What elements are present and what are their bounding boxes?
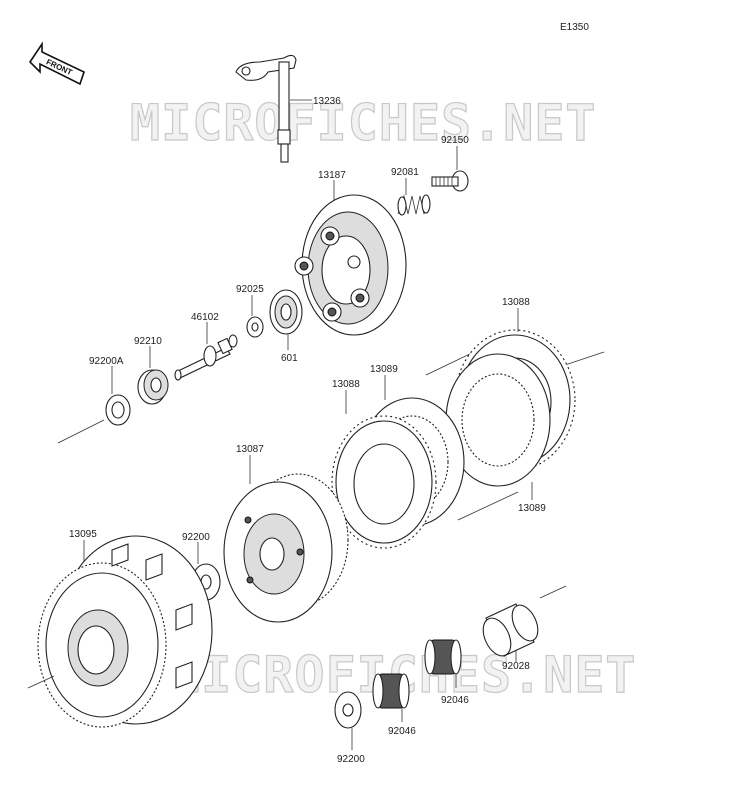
label-92150: 92150 xyxy=(441,135,469,146)
label-92025: 92025 xyxy=(236,284,264,295)
label-13087: 13087 xyxy=(236,444,264,455)
part-washer-92025 xyxy=(246,316,264,338)
part-release-shaft xyxy=(235,54,297,163)
label-601: 601 xyxy=(281,353,298,364)
part-washer-92200-bot xyxy=(334,691,362,729)
part-sleeve-92028 xyxy=(482,603,539,657)
part-steel-plate-right xyxy=(445,353,551,487)
label-92046-b: 92046 xyxy=(441,695,469,706)
label-92210: 92210 xyxy=(134,336,162,347)
label-46102: 46102 xyxy=(191,312,219,323)
label-13236: 13236 xyxy=(313,96,341,107)
part-push-rod-46102 xyxy=(174,334,238,381)
label-92046-a: 92046 xyxy=(388,726,416,737)
part-pressure-plate xyxy=(294,194,407,336)
label-92200-mid: 92200 xyxy=(182,532,210,543)
part-needle-bearing-upper xyxy=(424,639,462,675)
watermark-top: MICROFICHES.NET xyxy=(130,94,597,152)
label-92200-bot: 92200 xyxy=(337,754,365,765)
label-92200A: 92200A xyxy=(89,356,124,367)
part-needle-bearing-lower xyxy=(372,673,410,709)
part-clutch-housing xyxy=(37,535,213,728)
front-arrow-icon: FRONT xyxy=(28,41,85,86)
diagram-code: E1350 xyxy=(560,22,589,33)
part-spring-92081 xyxy=(397,194,431,216)
label-13088-top: 13088 xyxy=(502,297,530,308)
label-13089-top: 13089 xyxy=(370,364,398,375)
label-92028: 92028 xyxy=(502,661,530,672)
part-bolt-92150 xyxy=(431,170,469,192)
label-13089-bot: 13089 xyxy=(518,503,546,514)
part-nut-92210 xyxy=(137,369,169,405)
part-friction-plate-mid xyxy=(331,415,437,549)
label-13095: 13095 xyxy=(69,529,97,540)
part-lock-washer-92200A xyxy=(105,394,131,426)
label-13088-mid: 13088 xyxy=(332,379,360,390)
part-bearing-601 xyxy=(269,289,303,335)
label-92081: 92081 xyxy=(391,167,419,178)
part-clutch-hub xyxy=(223,473,349,623)
label-13187: 13187 xyxy=(318,170,346,181)
